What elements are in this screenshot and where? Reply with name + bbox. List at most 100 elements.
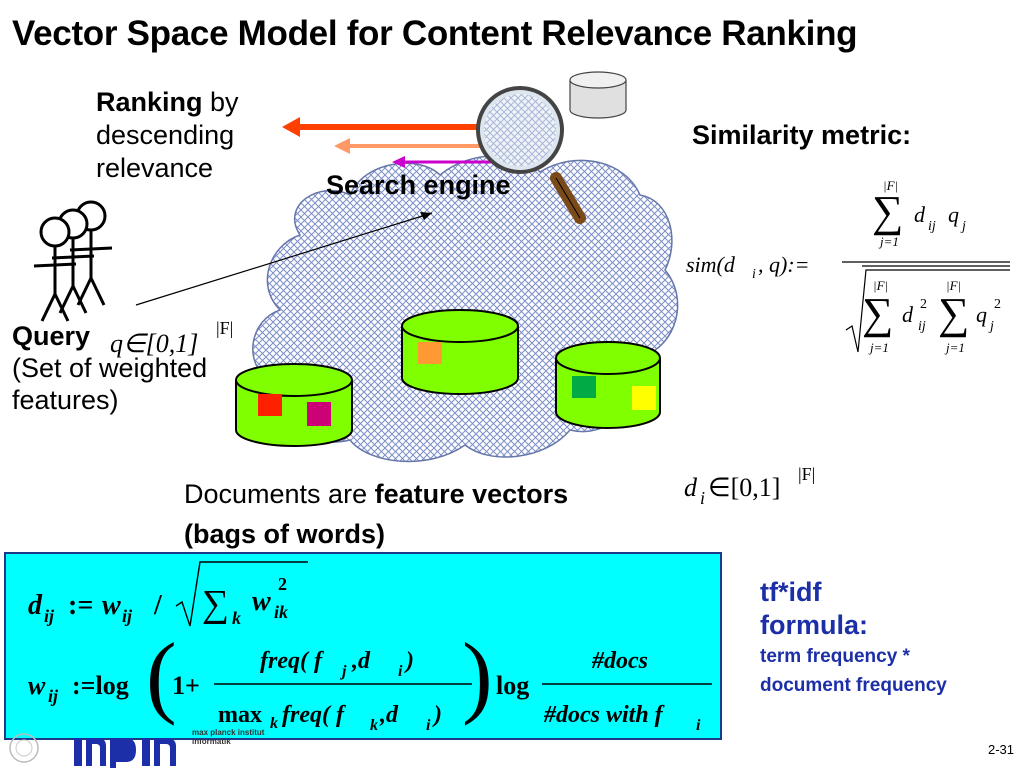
svg-text:i: i [398, 663, 403, 680]
svg-text:j=1: j=1 [944, 340, 965, 355]
svg-text::=log: :=log [72, 671, 129, 700]
svg-text:log: log [496, 671, 529, 700]
svg-text:|F|: |F| [946, 278, 961, 293]
slide-title: Vector Space Model for Content Relevance… [12, 14, 858, 53]
svg-text:i: i [426, 717, 431, 734]
tfidf-line2: formula: [760, 610, 868, 640]
logo-line-2: informatik [192, 737, 231, 746]
svg-text:,d: ,d [351, 648, 371, 674]
users-icon [33, 200, 113, 322]
svg-text:2: 2 [278, 574, 287, 594]
svg-text:k: k [270, 715, 278, 732]
svg-text:): ) [404, 648, 414, 674]
svg-text:d: d [28, 590, 43, 621]
svg-text:w: w [102, 590, 121, 621]
document-cylinder-middle [401, 309, 519, 395]
svg-text:|F|: |F| [883, 178, 898, 193]
svg-text:k: k [232, 608, 241, 628]
svg-text:ik: ik [274, 602, 288, 622]
svg-text:ij: ij [918, 319, 926, 334]
svg-text:sim(d: sim(d [686, 252, 736, 277]
svg-text:∑: ∑ [938, 289, 969, 338]
svg-text:freq( f: freq( f [282, 702, 346, 728]
document-cylinder-right [555, 341, 661, 429]
svg-text:d: d [914, 202, 926, 227]
svg-text:∈[0,1]: ∈[0,1] [708, 473, 780, 502]
svg-text:d: d [684, 473, 698, 502]
tfidf-line1: tf*idf [760, 577, 822, 607]
query-label: Query (Set of weighted features) [12, 320, 207, 416]
svg-text:w: w [252, 586, 271, 617]
svg-text:|F|: |F| [873, 278, 888, 293]
svg-text:#docs with f: #docs with f [543, 702, 665, 728]
document-cylinder-left [235, 363, 353, 447]
svg-text:|F|: |F| [798, 464, 815, 484]
svg-text:|F|: |F| [216, 318, 233, 338]
documents-bold: feature vectors [374, 479, 569, 509]
svg-text:j: j [988, 319, 994, 334]
svg-text:, q):=: , q):= [758, 252, 810, 277]
documents-label: Documents are feature vectors (bags of w… [184, 474, 568, 554]
svg-text:ij: ij [122, 606, 133, 626]
logo-text: max planck institut informatik [192, 728, 264, 746]
database-icon [569, 71, 627, 119]
svg-text:2: 2 [994, 297, 1001, 312]
svg-text:i: i [696, 717, 701, 734]
svg-text:,d: ,d [379, 702, 399, 728]
svg-text:d: d [902, 302, 914, 327]
document-vector-formula: d i ∈[0,1] |F| [684, 464, 815, 508]
svg-text:i: i [752, 267, 756, 282]
tfidf-label: tf*idf formula: term frequency * documen… [760, 576, 947, 700]
svg-text:j=1: j=1 [878, 234, 899, 249]
search-engine-label: Search engine [326, 170, 511, 200]
tfidf-formula-box: d ij := w ij / ∑ k w ik 2 w ij :=log ( 1… [4, 552, 722, 740]
tfidf-formula: d ij := w ij / ∑ k w ik 2 w ij :=log ( 1… [28, 561, 712, 734]
similarity-formula: sim(d i , q):= |F| ∑ j=1 d ij q j |F| ∑ … [686, 178, 1010, 355]
query-bold: Query [12, 321, 91, 351]
svg-text:k: k [370, 717, 378, 734]
svg-text::=: := [68, 590, 93, 621]
ranking-by: by [202, 87, 239, 117]
svg-text:(: ( [146, 624, 177, 726]
similarity-label: Similarity metric: [692, 120, 912, 150]
svg-text:j: j [339, 663, 347, 680]
svg-text:∑: ∑ [862, 289, 893, 338]
svg-text:ij: ij [48, 686, 59, 706]
svg-text:ij: ij [928, 219, 936, 234]
svg-text:1+: 1+ [172, 671, 200, 700]
svg-text:ij: ij [44, 606, 55, 626]
svg-text:∑: ∑ [872, 187, 903, 236]
svg-text:2: 2 [920, 297, 927, 312]
documents-prefix: Documents are [184, 479, 375, 509]
svg-text:i: i [700, 488, 705, 508]
svg-text:/: / [153, 590, 163, 621]
svg-text:max: max [218, 702, 262, 728]
ranking-line3: relevance [96, 153, 214, 183]
svg-text:freq( f: freq( f [260, 648, 324, 674]
svg-text:j=1: j=1 [868, 340, 889, 355]
query-line [135, 212, 433, 306]
svg-text:): ) [462, 624, 493, 726]
mpi-logo [9, 733, 176, 768]
ranking-line2: descending [96, 120, 235, 150]
tfidf-line3: term frequency * [760, 646, 910, 667]
svg-text:q∈[0,1]: q∈[0,1] [110, 329, 198, 358]
ranking-label: Ranking by descending relevance [96, 86, 239, 185]
query-vector-formula: q∈[0,1] |F| [110, 318, 233, 358]
tfidf-line4: document frequency [760, 675, 947, 696]
svg-text:): ) [432, 702, 442, 728]
svg-text:#docs: #docs [591, 648, 648, 674]
documents-line2: (bags of words) [184, 519, 385, 549]
page-number: 2-31 [988, 742, 1015, 757]
svg-text:∑: ∑ [202, 583, 229, 625]
query-line2: (Set of weighted [12, 353, 208, 383]
ranking-arrows [282, 117, 500, 168]
svg-text:w: w [28, 671, 46, 700]
logo-line-1: max planck institut [192, 728, 265, 737]
svg-text:q: q [948, 202, 959, 227]
query-line3: features) [12, 385, 119, 415]
magnifier-icon [476, 86, 586, 224]
svg-text:q: q [976, 302, 987, 327]
ranking-bold: Ranking [96, 87, 203, 117]
